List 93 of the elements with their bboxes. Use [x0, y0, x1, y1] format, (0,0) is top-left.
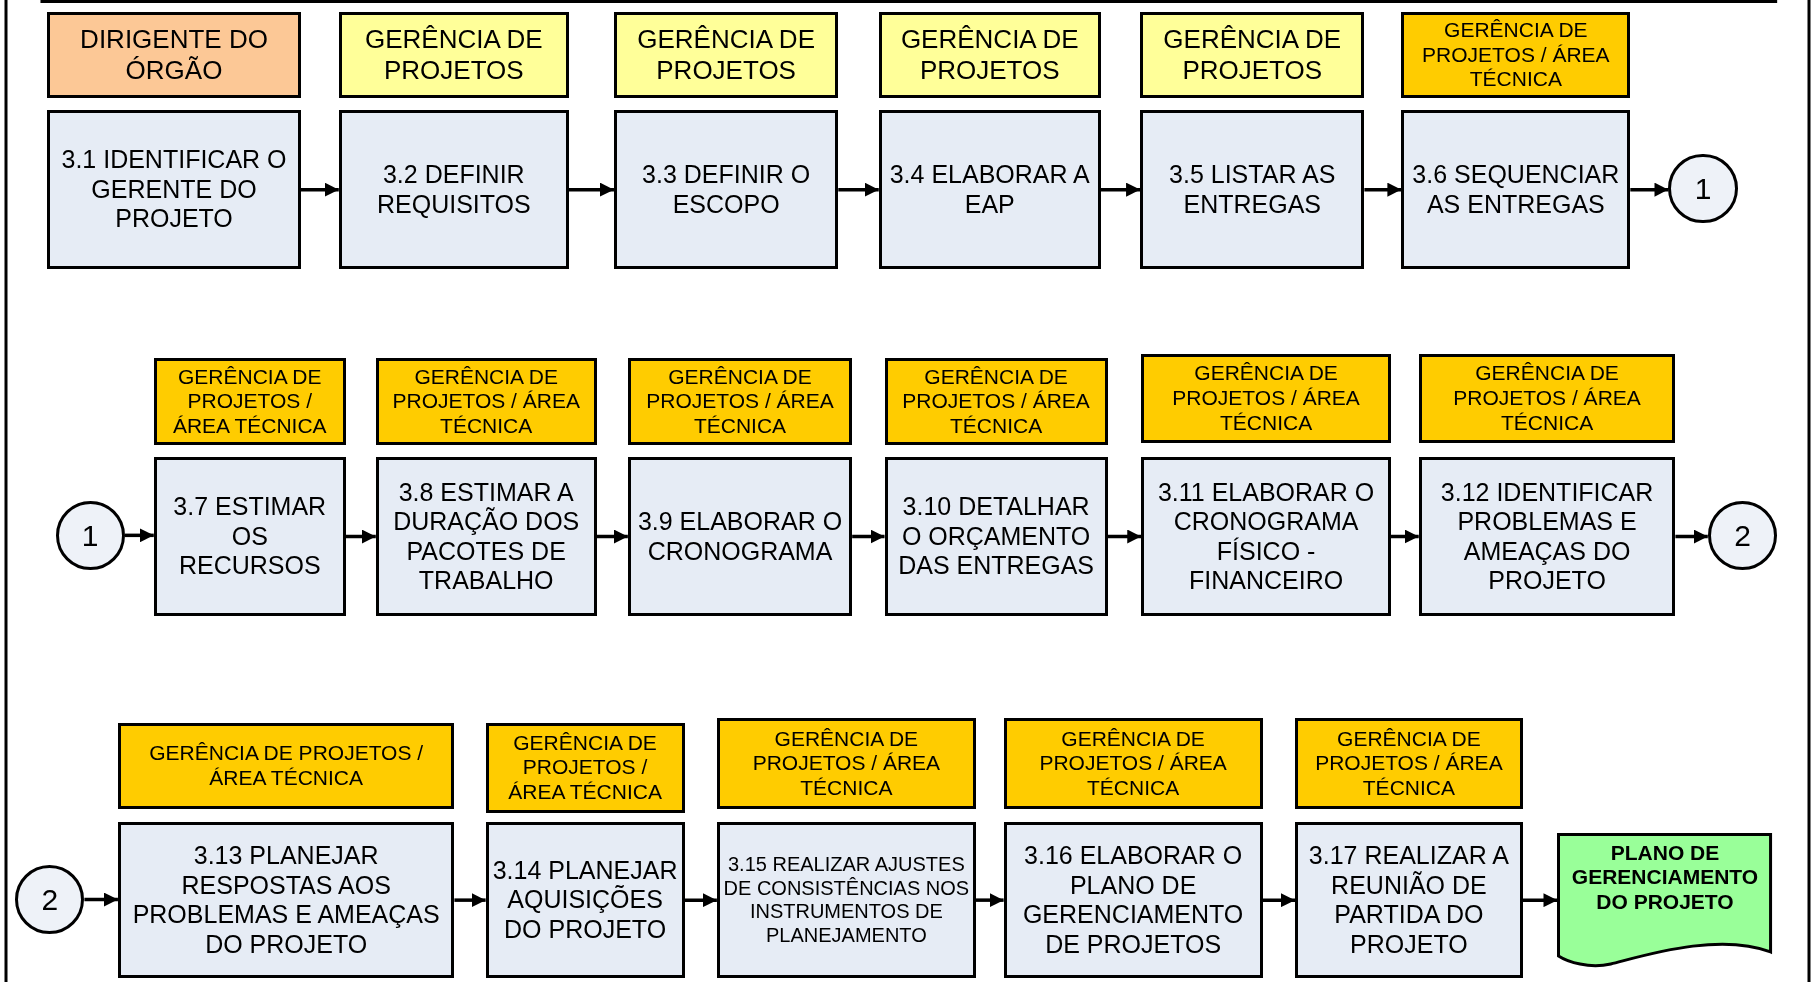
role-label: GERÊNCIA DE PROJETOS / ÁREA TÉCNICA: [751, 726, 942, 801]
arrow: [1364, 182, 1402, 197]
role-box: [1141, 353, 1391, 443]
process-box: [153, 456, 346, 617]
arrow: [1675, 529, 1708, 544]
process-box: [485, 822, 685, 979]
role-label: DIRIGENTE DO ÓRGÃO: [79, 24, 269, 86]
arrow: [1390, 529, 1419, 544]
process-box: [338, 109, 569, 270]
process-label: 3.14 PLANEJAR AQUISIÇÕES DO PROJETO: [491, 855, 679, 945]
role-box: [1418, 353, 1676, 443]
arrow: [1522, 893, 1558, 908]
role-label: GERÊNCIA DE PROJETOS / ÁREA TÉCNICA: [171, 364, 328, 439]
process-label: 3.2 DEFINIR REQUISITOS: [375, 160, 532, 220]
process-box: [1003, 822, 1263, 979]
role-label: GERÊNCIA DE PROJETOS / ÁREA TÉCNICA: [901, 364, 1091, 439]
process-box: [1401, 109, 1631, 270]
process-label: 3.15 REALIZAR AJUSTES DE CONSISTÊNCIAS NOS INSTRUMENTOS DE PLANEJAMENTO: [722, 852, 970, 948]
role-label: GERÊNCIA DE PROJETOS / ÁREA TÉCNICA: [1314, 726, 1504, 801]
role-box: [878, 11, 1101, 99]
arrow: [345, 529, 376, 544]
connector-number: 1: [81, 517, 99, 554]
process-label: 3.13 PLANEJAR RESPOSTAS AOS PROBLEMAS E AMEAÇAS DO PROJETO: [131, 841, 441, 960]
process-label: 3.4 ELABORAR A EAP: [888, 160, 1091, 220]
role-label: GERÊNCIA DE PROJETOS: [1162, 24, 1343, 86]
arrow: [84, 892, 118, 907]
arrow: [124, 528, 154, 543]
arrow: [975, 893, 1004, 908]
role-box: [153, 358, 346, 446]
role-box: [485, 722, 685, 813]
role-label: GERÊNCIA DE PROJETOS / ÁREA TÉCNICA: [148, 741, 425, 791]
process-box: [878, 109, 1101, 270]
process-label: 3.1 IDENTIFICAR O GERENTE DO PROJETO: [60, 145, 288, 234]
role-box: [1003, 718, 1263, 810]
role-label: GERÊNCIA DE PROJETOS: [636, 24, 816, 86]
role-label: GERÊNCIA DE PROJETOS / ÁREA TÉCNICA: [1038, 726, 1228, 801]
arrow: [1262, 893, 1295, 908]
arrow: [852, 529, 885, 544]
process-label: 3.3 DEFINIR O ESCOPO: [641, 160, 812, 220]
process-box: [1418, 456, 1676, 617]
process-label: 3.11 ELABORAR O CRONOGRAMA FÍSICO - FINANCEIRO: [1156, 477, 1376, 596]
arrow: [838, 182, 879, 197]
document-shape: [1557, 832, 1773, 966]
role-label: GERÊNCIA DE PROJETOS / ÁREA TÉCNICA: [1452, 361, 1642, 436]
process-label: 3.12 IDENTIFICAR PROBLEMAS E AMEAÇAS DO PROJETO: [1439, 477, 1655, 596]
role-box: [1140, 11, 1365, 99]
role-label: GERÊNCIA DE PROJETOS / ÁREA TÉCNICA: [645, 364, 835, 439]
arrow: [454, 893, 486, 908]
process-label: 3.8 ESTIMAR A DURAÇÃO DOS PACOTES DE TRABALHO: [392, 477, 581, 596]
arrow: [596, 529, 628, 544]
process-box: [1140, 109, 1365, 270]
process-box: [716, 822, 976, 979]
role-box: [884, 358, 1108, 446]
role-box: [627, 358, 853, 446]
process-label: 3.17 REALIZAR A REUNIÃO DE PARTIDA DO PROJETO: [1307, 841, 1510, 960]
process-label: 3.16 ELABORAR O PLANO DE GERENCIAMENTO DE PROJETOS: [1021, 841, 1245, 960]
connector-number: 2: [1734, 517, 1751, 554]
connector-number: 2: [41, 881, 59, 918]
role-box: [716, 718, 976, 810]
role-box: [117, 722, 455, 810]
arrow: [1100, 182, 1141, 197]
document-label: PLANO DE GERENCIAMENTO DO PROJETO: [1570, 840, 1760, 915]
connector-number: 1: [1694, 170, 1712, 207]
role-box: [1401, 11, 1631, 99]
process-box: [613, 109, 839, 270]
role-box: [47, 11, 301, 99]
role-box: [338, 11, 569, 99]
role-box: [613, 11, 839, 99]
process-box: [117, 822, 455, 979]
role-label: GERÊNCIA DE PROJETOS / ÁREA TÉCNICA: [391, 364, 581, 439]
role-box: [1295, 718, 1523, 810]
process-label: 3.10 DETALHAR O ORÇAMENTO DAS ENTREGAS: [897, 492, 1096, 581]
role-box: [375, 358, 597, 446]
arrow: [300, 182, 339, 197]
process-box: [627, 456, 853, 617]
role-label: GERÊNCIA DE PROJETOS / ÁREA TÉCNICA: [1421, 17, 1611, 93]
process-label: 3.6 SEQUENCIAR AS ENTREGAS: [1411, 160, 1621, 220]
arrow: [1107, 529, 1142, 544]
role-label: GERÊNCIA DE PROJETOS: [363, 24, 544, 86]
process-label: 3.9 ELABORAR O CRONOGRAMA: [636, 507, 844, 566]
process-box: [47, 109, 301, 270]
role-label: GERÊNCIA DE PROJETOS / ÁREA TÉCNICA: [507, 730, 663, 805]
process-box: [375, 456, 597, 617]
arrow: [684, 893, 717, 908]
role-label: GERÊNCIA DE PROJETOS / ÁREA TÉCNICA: [1171, 361, 1361, 436]
arrow: [1630, 182, 1669, 197]
role-label: GERÊNCIA DE PROJETOS: [899, 24, 1080, 86]
process-box: [884, 456, 1108, 617]
process-label: 3.7 ESTIMAR OS RECURSOS: [172, 492, 328, 581]
process-box: [1295, 822, 1523, 979]
arrow: [568, 182, 614, 197]
process-label: 3.5 LISTAR AS ENTREGAS: [1168, 160, 1337, 220]
process-box: [1141, 456, 1391, 617]
